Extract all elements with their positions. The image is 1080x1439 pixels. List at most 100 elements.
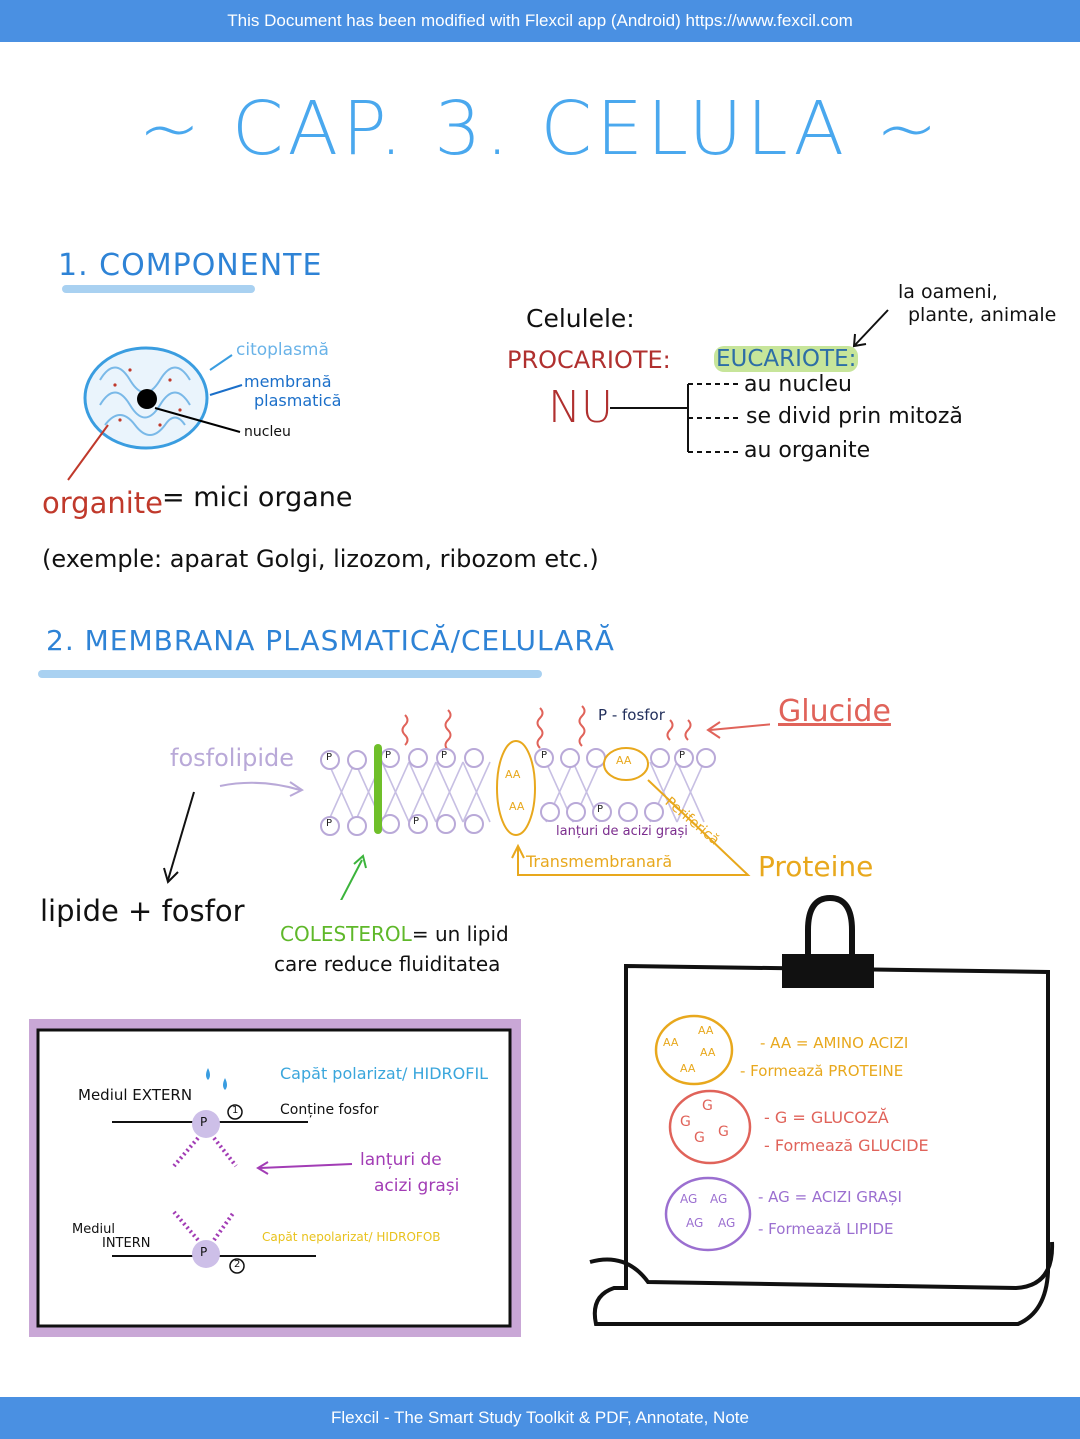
tails-lower: [172, 1210, 236, 1242]
contine-fosfor: Conține fosfor: [280, 1102, 379, 1118]
ag-token-c: AG: [686, 1216, 704, 1230]
binder-clip: [782, 954, 874, 988]
label-citoplasma: citoplasmă: [236, 340, 329, 360]
trait-mitoza: se divid prin mitoză: [746, 404, 963, 429]
colesterol-line2: care reduce fluiditatea: [274, 952, 501, 976]
aa-line2: - Formează PROTEINE: [740, 1062, 904, 1080]
aa-token-a: AA: [663, 1036, 679, 1049]
lanturi-line1: lanțuri de: [360, 1150, 442, 1170]
colesterol-def: = un lipid: [411, 922, 509, 946]
trait-nucleu: au nucleu: [744, 372, 852, 397]
p-head-6: P: [326, 818, 333, 829]
section2-heading: 2. MEMBRANA PLASMATICĂ/CELULARĂ: [46, 624, 615, 657]
capat-polarizat-text: Capăt polarizat: [280, 1064, 402, 1083]
capat-nepolarizat: Capăt nepolarizat/ HIDROFOB: [262, 1230, 441, 1244]
lanturi-label: lanțuri de acizi grași: [556, 824, 688, 839]
paper-note-frame: [589, 894, 1055, 1326]
head-lower: [192, 1240, 220, 1268]
aa-token-3: AA: [616, 754, 632, 767]
phospholipid-box-frame: [29, 1019, 521, 1337]
top-banner: This Document has been modified with Fle…: [0, 0, 1080, 42]
capat-polarizat: Capăt polarizat/ HIDROFIL: [280, 1064, 488, 1083]
fosfolipide-label: fosfolipide: [170, 744, 295, 772]
organite-examples: (exemple: aparat Golgi, lizozom, ribozom…: [42, 545, 599, 573]
colesterol-word: COLESTEROL: [280, 922, 412, 946]
nucleus-shape: [137, 389, 157, 409]
head-lower-p: P: [200, 1245, 208, 1259]
cholesterol-arrow: [340, 859, 363, 900]
fosfolipide-arrow: [219, 781, 301, 791]
procariote-label: PROCARIOTE:: [507, 346, 671, 374]
eucariote-bracket: [610, 309, 889, 453]
water-drops: [206, 1068, 227, 1090]
proteine-label: Proteine: [758, 850, 874, 883]
ag-token-b: AG: [710, 1192, 728, 1206]
aa-token-2: AA: [509, 800, 525, 813]
lanturi-line2: acizi grași: [374, 1176, 460, 1196]
tails-upper: [172, 1136, 238, 1168]
aa-token-1: AA: [505, 768, 521, 781]
num-1: 1: [232, 1105, 239, 1116]
mediul-extern: Mediul EXTERN: [78, 1086, 193, 1104]
ag-circle: [664, 1176, 752, 1252]
nucleu-pointer: [154, 407, 241, 433]
p-fosfor-label: P - fosfor: [598, 706, 665, 724]
aa-token-d: AA: [680, 1062, 696, 1075]
g-line1: - G = GLUCOZĂ: [764, 1108, 889, 1127]
organite-word: organite: [42, 486, 163, 520]
glucide-arrow: [709, 723, 770, 731]
organite-definition: = mici organe: [162, 482, 353, 513]
mediul-intern-2: INTERN: [102, 1236, 151, 1251]
trait-organite: au organite: [744, 438, 871, 463]
page-title: ~ CAP. 3. CELULA ~: [138, 86, 942, 172]
section1-heading: 1. COMPONENTE: [58, 248, 323, 283]
ag-token-a: AG: [680, 1192, 698, 1206]
cell-diagram: [67, 346, 243, 481]
peripheral-protein: [603, 747, 649, 781]
aa-token-c: AA: [700, 1046, 716, 1059]
organite-pointer: [67, 424, 109, 481]
protein-bracket: [517, 779, 751, 876]
oameni-arrow: [854, 309, 889, 346]
fatty-acid-lattice: [327, 761, 705, 823]
lipide-arrow: [167, 791, 195, 881]
ag-line2: - Formează LIPIDE: [758, 1220, 894, 1238]
cholesterol-bar: [374, 744, 382, 834]
p-head-3: P: [441, 750, 448, 761]
g-token-a: G: [680, 1114, 691, 1130]
glucide-chains: [401, 705, 692, 751]
oameni-line2: plante, animale: [908, 304, 1057, 326]
glucide-label: Glucide: [778, 694, 891, 729]
p-head-8: P: [597, 804, 604, 815]
g-circle: [668, 1089, 752, 1165]
aa-token-b: AA: [698, 1024, 714, 1037]
citoplasma-pointer: [209, 354, 233, 371]
g-token-b: G: [702, 1098, 713, 1114]
procariote-nu: NU: [548, 382, 614, 433]
hidrofil-text: / HIDROFIL: [402, 1064, 489, 1083]
p-head-1: P: [326, 752, 333, 763]
ag-line1: - AG = ACIZI GRAȘI: [758, 1188, 902, 1206]
section1-underline: [62, 285, 255, 293]
p-head-5: P: [679, 750, 686, 761]
lanturi-arrow: [259, 1163, 353, 1169]
aa-circle: [654, 1014, 734, 1086]
ag-token-d: AG: [718, 1216, 736, 1230]
num-2: 2: [234, 1259, 241, 1270]
label-nucleu: nucleu: [244, 424, 291, 440]
aa-line1: - AA = AMINO ACIZI: [760, 1034, 909, 1052]
bottom-banner: Flexcil - The Smart Study Toolkit & PDF,…: [0, 1397, 1080, 1439]
mediul-intern-1: Mediul: [72, 1222, 115, 1237]
label-plasmatica: plasmatică: [254, 391, 342, 410]
celulele-label: Celulele:: [526, 304, 635, 333]
section2-underline: [38, 670, 542, 678]
p-head-4: P: [541, 750, 548, 761]
p-head-2: P: [385, 750, 392, 761]
organelle-dots: [113, 368, 182, 427]
eucariote-label: EUCARIOTE:: [714, 346, 859, 372]
membrane-diagram: [163, 705, 770, 900]
eucariote-highlight: EUCARIOTE:: [714, 346, 859, 372]
transmembrane-protein: [496, 740, 536, 836]
p-head-7: P: [413, 816, 420, 827]
g-line2: - Formează GLUCIDE: [764, 1136, 929, 1155]
